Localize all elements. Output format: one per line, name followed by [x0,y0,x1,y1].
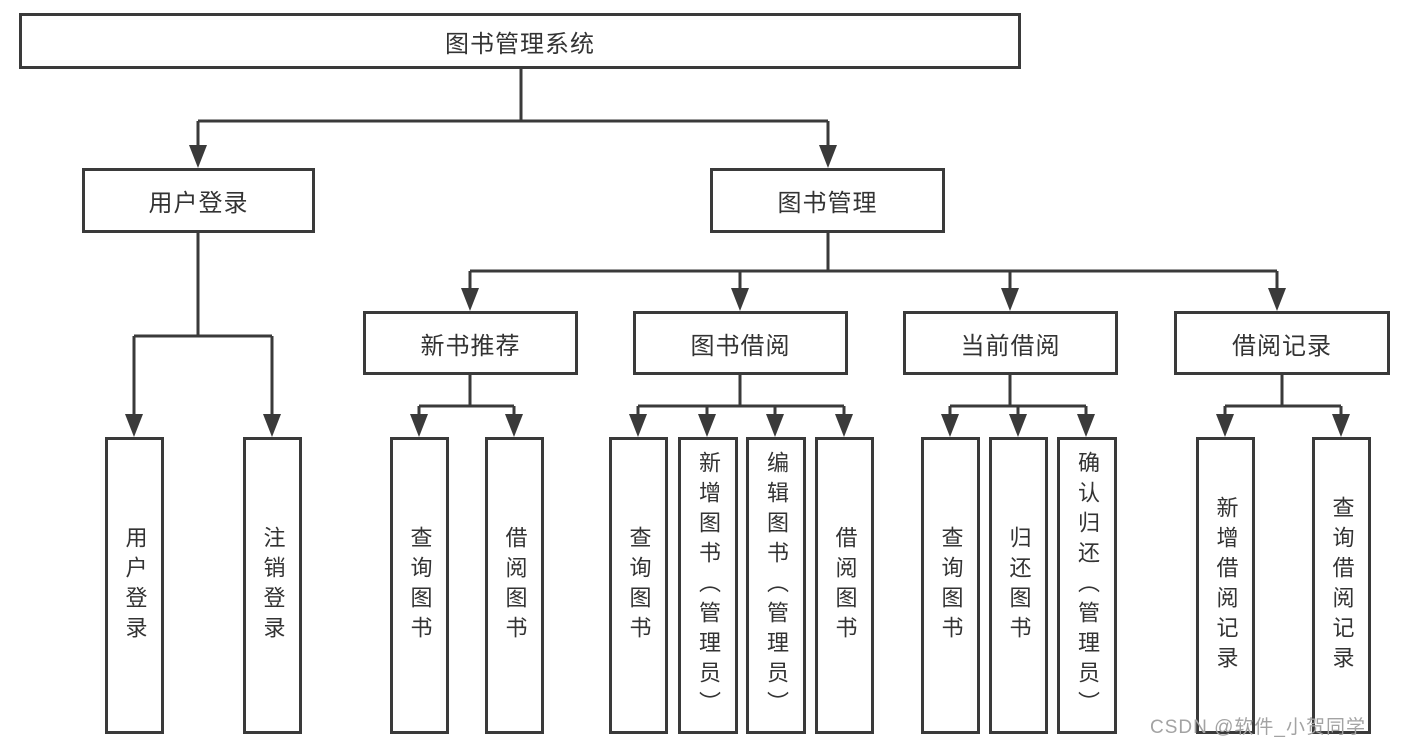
leaf-query-books-recommend-label: 查询图书 [407,525,433,646]
csdn-watermark: CSDN @软件_小贺同学 [1150,717,1366,738]
leaf-query-borrow-record: 查询借阅记录 [1312,437,1371,734]
leaf-logout: 注销登录 [243,437,302,734]
node-new-book-recommend: 新书推荐 [363,311,578,375]
leaf-confirm-return-admin: 确认归还（管理员） [1057,437,1117,734]
leaf-borrow-books-recommend-label: 借阅图书 [502,525,528,646]
arrowheads [125,145,1350,437]
leaf-query-books-borrow: 查询图书 [609,437,668,734]
leaf-add-borrow-record-label: 新增借阅记录 [1213,495,1239,676]
node-root-library-management-system: 图书管理系统 [19,13,1021,69]
node-borrow-records: 借阅记录 [1174,311,1390,375]
leaf-query-books-recommend: 查询图书 [390,437,449,734]
leaf-edit-books-admin: 编辑图书（管理员） [746,437,806,734]
leaf-add-borrow-record: 新增借阅记录 [1196,437,1255,734]
leaf-confirm-return-admin-label: 确认归还（管理员） [1075,450,1100,721]
leaf-query-books-current-label: 查询图书 [938,525,964,646]
node-user-login: 用户登录 [82,168,315,233]
leaf-return-books: 归还图书 [989,437,1048,734]
leaf-borrow-books: 借阅图书 [815,437,874,734]
leaf-edit-books-admin-label: 编辑图书（管理员） [764,450,789,721]
node-current-borrow: 当前借阅 [903,311,1118,375]
leaf-return-books-label: 归还图书 [1006,525,1032,646]
leaf-logout-label: 注销登录 [260,525,286,646]
node-user-login-label: 用户登录 [148,190,249,217]
node-book-management: 图书管理 [710,168,945,233]
node-borrow-records-label: 借阅记录 [1232,332,1332,360]
node-root-label: 图书管理系统 [445,30,595,58]
leaf-user-login-label: 用户登录 [122,525,148,646]
leaf-query-borrow-record-label: 查询借阅记录 [1329,495,1355,676]
leaf-borrow-books-label: 借阅图书 [832,525,858,646]
leaf-add-books-admin: 新增图书（管理员） [678,437,738,734]
node-book-borrow: 图书借阅 [633,311,848,375]
leaf-query-books-borrow-label: 查询图书 [626,525,652,646]
leaf-user-login: 用户登录 [105,437,164,734]
node-book-management-label: 图书管理 [777,190,878,217]
node-current-borrow-label: 当前借阅 [960,332,1061,360]
leaf-borrow-books-recommend: 借阅图书 [485,437,544,734]
node-new-book-recommend-label: 新书推荐 [420,332,521,360]
node-book-borrow-label: 图书借阅 [690,332,791,360]
leaf-add-books-admin-label: 新增图书（管理员） [696,450,721,721]
leaf-query-books-current: 查询图书 [921,437,980,734]
